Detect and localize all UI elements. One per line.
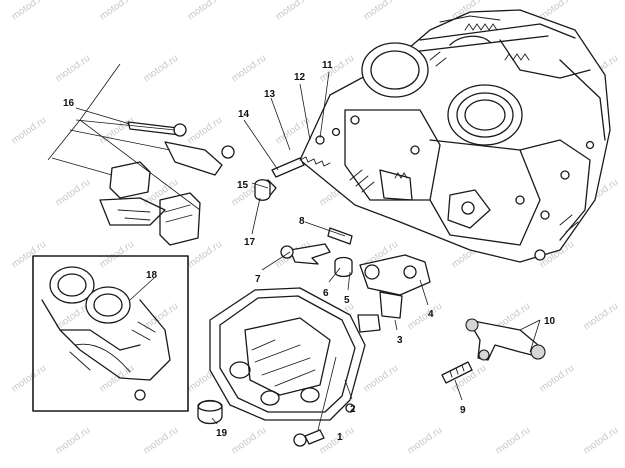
leader-lines (47, 63, 541, 431)
watermark-text: motod.ru (362, 0, 401, 22)
callout-16: 16 (63, 98, 75, 109)
choke-cable-assembly (99, 121, 235, 246)
watermark-text: motod.ru (98, 0, 137, 22)
callout-17: 17 (244, 237, 256, 248)
watermark-text: motod.ru (54, 53, 93, 85)
callout-14: 14 (238, 109, 250, 120)
watermark-text: motod.ru (186, 239, 225, 271)
watermark-text: motod.ru (230, 425, 269, 457)
watermark-text: motod.ru (10, 239, 49, 271)
watermark-text: motod.ru (406, 301, 445, 333)
callout-7: 7 (255, 274, 261, 285)
watermark-text: motod.ru (54, 425, 93, 457)
watermark-text: motod.ru (274, 0, 313, 22)
watermark-text: motod.ru (494, 425, 533, 457)
watermark-text: motod.ru (142, 53, 181, 85)
callout-10: 10 (544, 316, 556, 327)
watermark-text: motod.ru (54, 177, 93, 209)
watermark-text: motod.ru (10, 363, 49, 395)
watermark-text: motod.ru (10, 115, 49, 147)
jet-part (441, 361, 473, 384)
carburetor-main-assembly (299, 9, 611, 263)
fuel-fitting-parts (280, 227, 353, 278)
watermark-text: motod.ru (230, 53, 269, 85)
callout-18: 18 (146, 270, 158, 281)
watermark-text: motod.ru (142, 425, 181, 457)
idle-adjuster-parts (254, 127, 341, 201)
callout-5: 5 (344, 295, 350, 306)
watermark-text: motod.ru (362, 363, 401, 395)
callout-2: 2 (350, 404, 356, 415)
callout-11: 11 (322, 60, 333, 71)
callout-19: 19 (216, 428, 228, 439)
watermark-text: motod.ru (538, 363, 577, 395)
callout-1: 1 (337, 432, 343, 443)
callout-13: 13 (264, 89, 276, 100)
watermark-text: motod.ru (582, 301, 621, 333)
inset-panel (32, 255, 189, 412)
watermark-text: motod.ru (98, 239, 137, 271)
callout-6: 6 (323, 288, 329, 299)
callout-4: 4 (428, 309, 434, 320)
callout-8: 8 (299, 216, 305, 227)
watermark-text: motod.ru (10, 0, 49, 22)
callout-15: 15 (237, 180, 249, 191)
float-bowl-cover (209, 287, 366, 447)
callout-3: 3 (397, 335, 403, 346)
t-fitting-part (465, 318, 546, 361)
watermark-text: motod.ru (406, 425, 445, 457)
watermark-text: motod.ru (186, 115, 225, 147)
callout-9: 9 (460, 405, 466, 416)
callout-labels: 1 2 3 4 5 6 7 8 9 10 11 12 13 14 15 16 1… (63, 60, 556, 443)
callout-12: 12 (294, 72, 306, 83)
watermark-text: motod.ru (582, 425, 621, 457)
watermark-text: motod.ru (186, 0, 225, 22)
plug-part (197, 399, 223, 425)
